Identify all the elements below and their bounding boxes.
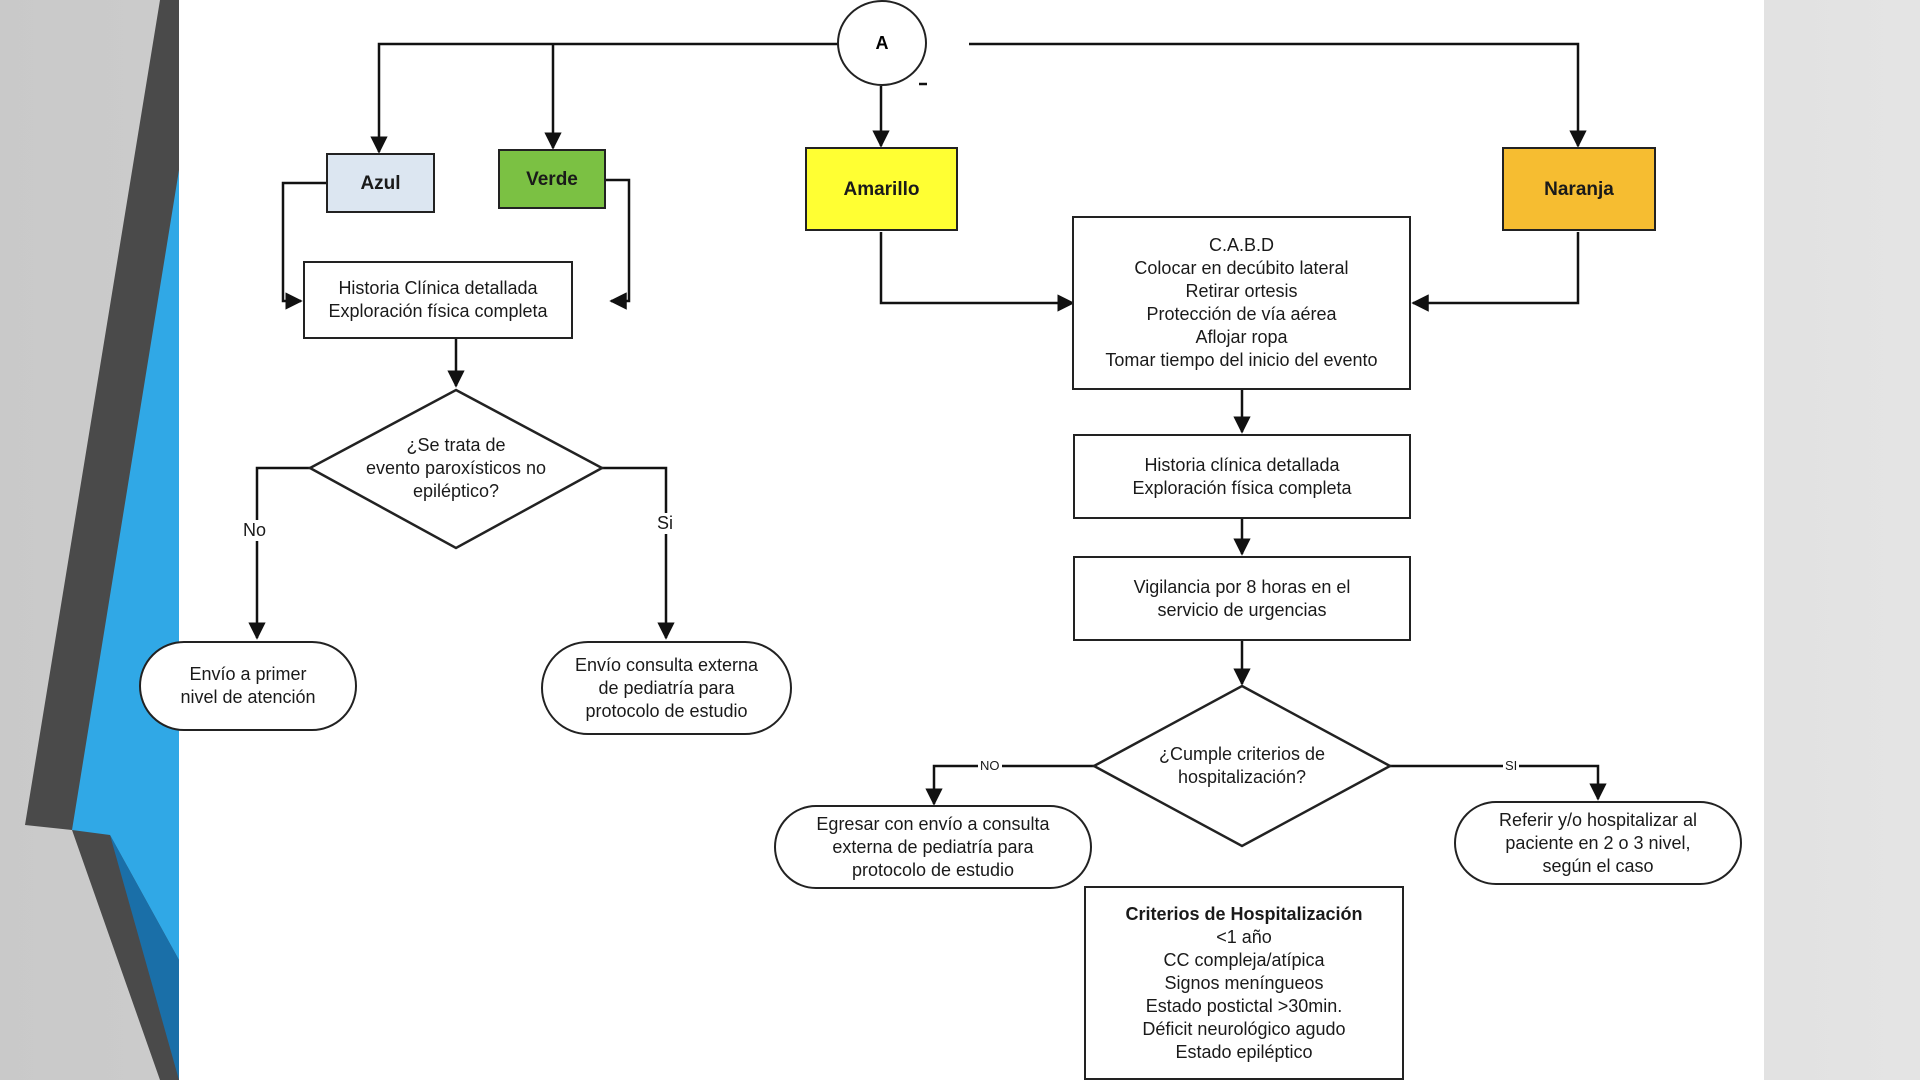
connector-circle-a: A bbox=[837, 0, 927, 86]
criteria-item: Estado epiléptico bbox=[1175, 1041, 1313, 1062]
arrow-azul-history bbox=[281, 181, 326, 310]
triage-amarillo-label: Amarillo bbox=[843, 178, 920, 200]
criteria-item: Déficit neurológico agudo bbox=[1142, 1018, 1346, 1039]
decision-left-line-1: ¿Se trata de bbox=[406, 434, 506, 455]
decision-text-left: ¿Se trata de evento paroxísticos no epil… bbox=[310, 422, 602, 514]
cabd-line-5: Aflojar ropa bbox=[1195, 327, 1288, 347]
triage-verde-label: Verde bbox=[526, 168, 578, 190]
flowchart-canvas: A Azul Verde Amarillo Naranja Historia C… bbox=[139, 0, 1764, 1080]
triage-verde-box: Verde bbox=[498, 149, 606, 209]
decision-diamond-left bbox=[307, 388, 605, 550]
arrow-to-naranja bbox=[969, 42, 1587, 148]
criteria-title: Criterios de Hospitalización bbox=[1125, 903, 1363, 924]
arrow-yes-referir bbox=[1390, 764, 1607, 801]
cabd-line-3: Retirar ortesis bbox=[1185, 281, 1298, 301]
referir-line-2: paciente en 2 o 3 nivel, bbox=[1505, 832, 1691, 853]
cabd-box: C.A.B.D Colocar en decúbito lateral Reti… bbox=[1072, 216, 1411, 390]
criteria-item: Estado postictal >30min. bbox=[1145, 995, 1343, 1016]
egresar-line-1: Egresar con envío a consulta bbox=[816, 813, 1050, 834]
egresar-line-2: externa de pediatría para bbox=[832, 836, 1034, 857]
outcome-primer-nivel: Envío a primer nivel de atención bbox=[139, 641, 357, 731]
triage-azul-box: Azul bbox=[326, 153, 435, 213]
consulta-line-3: protocolo de estudio bbox=[585, 700, 748, 721]
triage-azul-label: Azul bbox=[360, 172, 401, 194]
slide-decoration bbox=[25, 0, 179, 1080]
outcome-egresar: Egresar con envío a consulta externa de … bbox=[774, 805, 1092, 889]
cabd-line-6: Tomar tiempo del inicio del evento bbox=[1105, 350, 1378, 370]
vigilance-line-2: servicio de urgencias bbox=[1157, 599, 1327, 620]
decision-left-line-3: epiléptico? bbox=[412, 480, 500, 501]
connector-lines bbox=[248, 42, 1607, 848]
history-left-line-1: Historia Clínica detallada bbox=[338, 278, 538, 298]
decision-right-no-label: NO bbox=[978, 758, 1002, 773]
primer-nivel-line-1: Envío a primer bbox=[189, 664, 307, 684]
history-box-left: Historia Clínica detallada Exploración f… bbox=[303, 261, 573, 339]
cabd-line-4: Protección de vía aérea bbox=[1146, 304, 1337, 324]
triage-naranja-box: Naranja bbox=[1502, 147, 1656, 231]
arrow-no-egresar bbox=[925, 764, 1094, 806]
blue-shadow-stripe bbox=[110, 835, 179, 1080]
criteria-box: Criterios de Hospitalización <1 año CC c… bbox=[1084, 886, 1404, 1080]
decision-text-right: ¿Cumple criterios de hospitalización? bbox=[1114, 724, 1370, 808]
history-left-line-2: Exploración física completa bbox=[328, 301, 548, 321]
outcome-referir: Referir y/o hospitalizar al paciente en … bbox=[1454, 801, 1742, 885]
triage-amarillo-box: Amarillo bbox=[805, 147, 958, 231]
criteria-item: <1 año bbox=[1216, 926, 1272, 947]
referir-line-3: según el caso bbox=[1542, 855, 1654, 876]
history-box-right: Historia clínica detallada Exploración f… bbox=[1073, 434, 1411, 519]
cabd-line-1: C.A.B.D bbox=[1208, 235, 1274, 255]
decision-right-line-1: ¿Cumple criterios de bbox=[1158, 744, 1326, 764]
consulta-line-2: de pediatría para bbox=[598, 677, 735, 698]
connector-label: A bbox=[875, 32, 889, 53]
decision-diamond-right bbox=[1091, 684, 1393, 848]
arrow-verde-history bbox=[604, 178, 631, 310]
arrow-no-primer-nivel bbox=[248, 466, 310, 640]
criteria-item: CC compleja/atípica bbox=[1163, 949, 1325, 970]
vigilance-box: Vigilancia por 8 horas en el servicio de… bbox=[1073, 556, 1411, 641]
outcome-consulta-externa: Envío consulta externa de pediatría para… bbox=[541, 641, 792, 735]
consulta-line-1: Envío consulta externa bbox=[574, 654, 759, 675]
history-right-line-2: Exploración física completa bbox=[1132, 477, 1352, 498]
arrow-naranja-cabd bbox=[1411, 232, 1580, 312]
decision-left-line-2: evento paroxísticos no bbox=[365, 457, 547, 478]
decision-right-line-2: hospitalización? bbox=[1177, 767, 1307, 787]
referir-line-1: Referir y/o hospitalizar al bbox=[1498, 809, 1698, 830]
arrow-yes-consulta bbox=[602, 466, 675, 640]
decision-left-yes-label: Si bbox=[657, 513, 674, 534]
history-right-line-1: Historia clínica detallada bbox=[1144, 454, 1340, 475]
primer-nivel-line-2: nivel de atención bbox=[180, 687, 316, 707]
cabd-line-2: Colocar en decúbito lateral bbox=[1134, 258, 1349, 278]
triage-naranja-label: Naranja bbox=[1544, 178, 1614, 200]
arrow-to-azul bbox=[370, 42, 879, 154]
decision-left-no-label: No bbox=[243, 520, 267, 541]
egresar-line-3: protocolo de estudio bbox=[851, 859, 1015, 880]
vigilance-line-1: Vigilancia por 8 horas en el bbox=[1133, 576, 1351, 597]
decision-right-yes-label: SI bbox=[1503, 758, 1520, 773]
criteria-item: Signos meníngueos bbox=[1164, 972, 1324, 993]
arrow-amarillo-cabd bbox=[879, 232, 1075, 312]
blue-stripe bbox=[72, 170, 179, 960]
